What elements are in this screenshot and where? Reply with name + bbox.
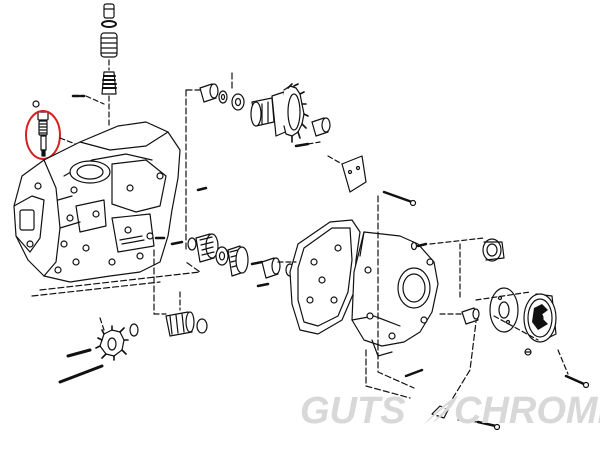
middle-pin-2 <box>250 260 264 266</box>
top-spring-part <box>100 32 118 58</box>
main-housing <box>13 121 181 283</box>
middle-bushing-2 <box>261 257 281 279</box>
cover-bolt-lower <box>404 368 424 378</box>
cam-bushing <box>311 117 331 137</box>
rotor-disc <box>489 287 519 333</box>
bearing-spacer <box>461 307 480 325</box>
lower-gear <box>95 325 129 361</box>
upper-bushing <box>199 83 219 103</box>
middle-bushing-1 <box>215 246 229 266</box>
top-o-ring <box>101 20 117 28</box>
oil-seal <box>482 238 505 262</box>
upper-washer-small <box>218 90 228 104</box>
cover-plate-emblem <box>523 293 557 343</box>
cam-pin <box>294 142 310 148</box>
right-cover <box>351 231 439 357</box>
center-gasket <box>289 219 361 335</box>
middle-bolt <box>256 282 270 288</box>
cam-gear-shaft <box>250 83 309 143</box>
watermark-text-right: CHROME <box>454 390 600 432</box>
lower-pin-short <box>66 348 92 358</box>
cover-screw-mid <box>410 241 428 251</box>
spark-plug-highlight-ring <box>25 110 61 160</box>
cover-bolt-bottom <box>476 420 501 431</box>
spark-plug <box>32 100 49 157</box>
lower-washer <box>129 323 139 337</box>
lower-roller-bearing <box>165 311 208 337</box>
feather-icon <box>421 395 458 428</box>
upper-washer <box>231 93 245 111</box>
watermark-text-left: GUTS <box>300 390 406 432</box>
small-gasket <box>341 155 367 193</box>
far-right-pin <box>564 374 590 389</box>
lower-pin-long <box>58 364 104 384</box>
top-screw-part <box>103 3 115 19</box>
middle-pin <box>170 240 184 246</box>
housing-screw-top <box>196 186 208 192</box>
middle-gear-2 <box>227 245 249 277</box>
brand-watermark: GUTS CHROME <box>300 389 600 433</box>
middle-washer <box>187 237 197 251</box>
middle-gear-1 <box>195 233 219 263</box>
cover-small-screw <box>524 348 532 356</box>
top-threaded-plunger <box>101 71 117 95</box>
cover-screw-top <box>382 190 417 207</box>
